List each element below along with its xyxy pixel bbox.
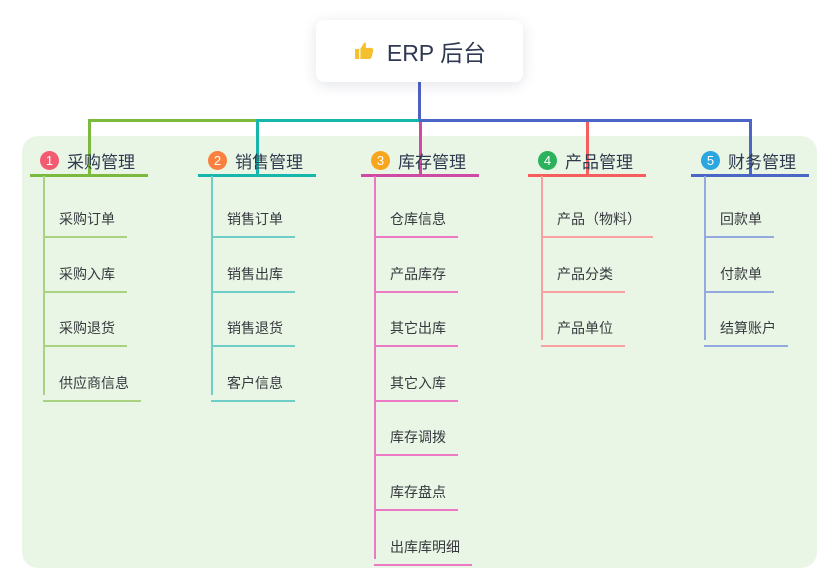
- child-node[interactable]: 采购订单: [43, 201, 127, 238]
- branch-node[interactable]: 1 采购管理: [30, 146, 148, 177]
- branch-index-badge: 3: [371, 150, 390, 170]
- child-rail-line: [374, 176, 376, 559]
- child-node[interactable]: 出库库明细: [374, 529, 472, 566]
- root-label: ERP 后台: [386, 40, 487, 66]
- child-node[interactable]: 供应商信息: [43, 365, 141, 402]
- branch-node[interactable]: 3 库存管理: [361, 146, 479, 177]
- child-node[interactable]: 采购入库: [43, 256, 127, 293]
- child-rail-line: [704, 176, 706, 341]
- bus-segment-line: [418, 119, 752, 122]
- child-node[interactable]: 销售订单: [211, 201, 295, 238]
- child-node[interactable]: 其它出库: [374, 310, 458, 348]
- child-node[interactable]: 产品分类: [541, 256, 625, 293]
- child-node[interactable]: 付款单: [704, 256, 774, 293]
- branch-drop-line: [87, 119, 91, 177]
- branch-node[interactable]: 4 产品管理: [528, 146, 646, 177]
- branch-drop-line: [255, 119, 259, 177]
- bus-segment-line: [255, 119, 422, 122]
- branch-label: 库存管理: [398, 152, 466, 172]
- branch-label: 销售管理: [235, 152, 303, 172]
- child-node[interactable]: 销售退货: [211, 310, 295, 348]
- branch-drop-line: [418, 122, 422, 177]
- child-node[interactable]: 采购退货: [43, 310, 127, 348]
- child-node[interactable]: 回款单: [704, 201, 774, 238]
- child-node[interactable]: 产品库存: [374, 256, 458, 293]
- branch-drop-line: [585, 122, 589, 177]
- child-node[interactable]: 库存盘点: [374, 474, 458, 511]
- branch-index-badge: 2: [208, 150, 227, 170]
- child-rail-line: [211, 176, 213, 395]
- branches-panel: [22, 136, 817, 568]
- child-node[interactable]: 仓库信息: [374, 201, 458, 238]
- child-rail-line: [43, 176, 45, 395]
- branch-label: 产品管理: [565, 152, 633, 172]
- branch-index-badge: 5: [701, 150, 720, 170]
- thumbs-up-icon: [353, 39, 377, 63]
- bus-segment-line: [87, 119, 259, 122]
- child-node[interactable]: 产品（物料）: [541, 201, 653, 238]
- child-node[interactable]: 客户信息: [211, 365, 295, 402]
- branch-label: 财务管理: [728, 152, 796, 172]
- branch-node[interactable]: 5 财务管理: [691, 146, 809, 177]
- branch-node[interactable]: 2 销售管理: [198, 146, 316, 177]
- child-node[interactable]: 其它入库: [374, 365, 458, 402]
- root-node[interactable]: ERP 后台: [316, 20, 523, 82]
- child-rail-line: [541, 176, 543, 341]
- child-node[interactable]: 销售出库: [211, 256, 295, 293]
- branch-label: 采购管理: [67, 152, 135, 172]
- child-node[interactable]: 库存调拨: [374, 419, 458, 457]
- branch-index-badge: 1: [40, 150, 59, 170]
- child-node[interactable]: 结算账户: [704, 310, 788, 348]
- branch-drop-line: [748, 119, 752, 177]
- child-node[interactable]: 产品单位: [541, 310, 625, 348]
- branch-index-badge: 4: [538, 150, 557, 170]
- root-stem-line: [417, 82, 421, 122]
